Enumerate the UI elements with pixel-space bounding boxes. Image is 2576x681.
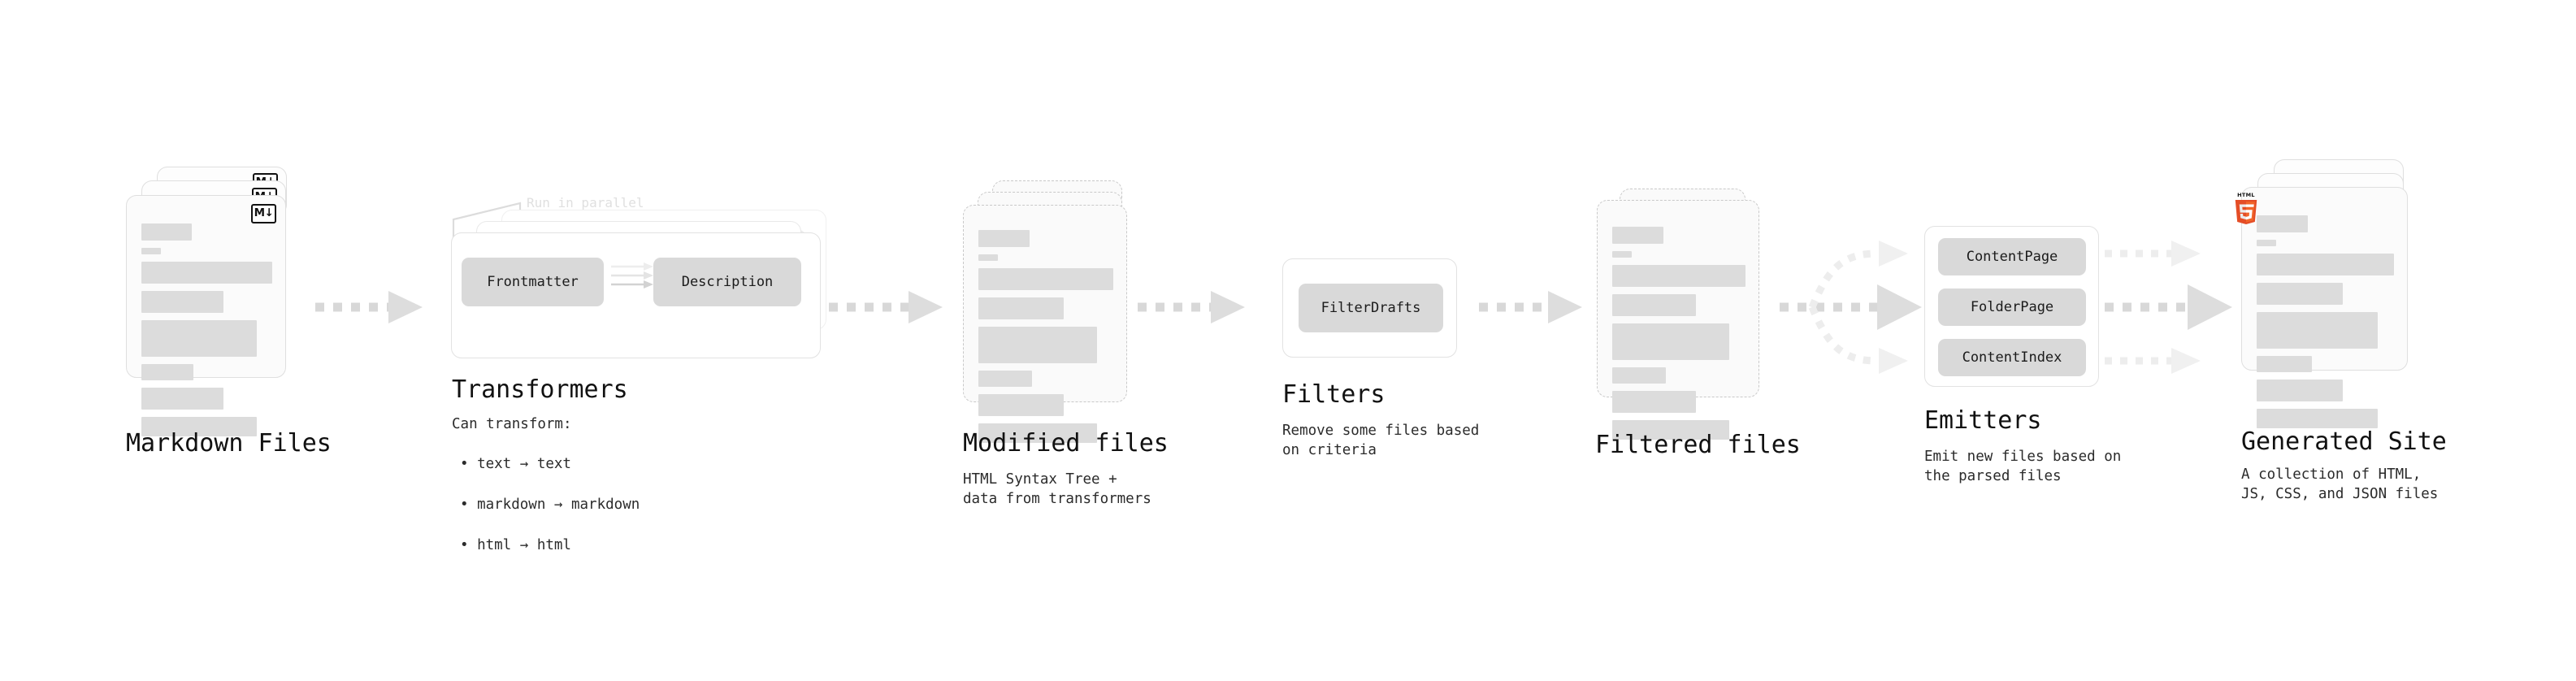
generated-site-subtitle: A collection of HTML, JS, CSS, and JSON … [2241, 466, 2439, 502]
filtered-card-skeleton [1612, 227, 1746, 447]
connector-filters-to-filtered [1479, 291, 1582, 323]
skeleton-bar [2257, 356, 2312, 372]
skeleton-bar [2257, 380, 2344, 401]
connector-filtered-to-emitters [1780, 241, 1922, 374]
skeleton-bar [978, 254, 998, 261]
markdown-files-stack: M↓ M↓ M↓ [126, 167, 313, 436]
modified-files-title: Modified files [963, 429, 1169, 458]
connector-modified-to-filters [1138, 291, 1245, 323]
skeleton-bar [2257, 283, 2344, 305]
connector-emitters-to-site [2105, 241, 2232, 374]
generated-site-title: Generated Site [2241, 427, 2447, 456]
skeleton-bar [141, 320, 257, 357]
markdown-icon: M↓ [251, 204, 276, 223]
transformer-bullet-1: text → text [477, 456, 571, 472]
skeleton-bar [1612, 294, 1697, 316]
bullet-dot: • [460, 456, 478, 472]
filtered-card-front [1597, 200, 1759, 440]
skeleton-bar [141, 291, 224, 313]
modified-card-skeleton [978, 230, 1113, 450]
skeleton-bar [1612, 265, 1746, 287]
skeleton-bar [141, 388, 224, 410]
skeleton-bar [2257, 409, 2378, 428]
transformer-chip-frontmatter[interactable]: Frontmatter [462, 258, 604, 306]
filters-box[interactable]: FilterDrafts [1282, 258, 1457, 358]
filter-chip-filterdrafts[interactable]: FilterDrafts [1299, 284, 1443, 332]
modified-card-front [963, 205, 1127, 443]
generated-site-stack: CSS HTML [2235, 159, 2444, 428]
skeleton-bar [1612, 251, 1632, 258]
connector-transformers-to-modified [829, 291, 943, 323]
skeleton-bar [978, 327, 1098, 363]
markdown-files-title: Markdown Files [126, 429, 332, 458]
html5-icon: HTML [2234, 192, 2258, 224]
transformer-bullet-2: markdown → markdown [477, 497, 640, 513]
skeleton-bar [978, 268, 1113, 290]
connector-markdown-to-transformers [315, 291, 423, 323]
emitter-chip-contentindex[interactable]: ContentIndex [1938, 339, 2086, 376]
transformer-inner-arrows [611, 262, 653, 288]
transformers-title: Transformers [452, 375, 628, 404]
transformers-box-front[interactable]: Frontmatter Description [451, 232, 821, 358]
skeleton-bar [978, 230, 1030, 247]
filtered-files-title: Filtered files [1595, 431, 1801, 459]
generated-card-front: HTML [2235, 187, 2408, 428]
skeleton-bar [2257, 240, 2276, 246]
emitters-box[interactable]: ContentPage FolderPage ContentIndex [1924, 226, 2099, 387]
markdown-card-front: M↓ [126, 195, 286, 436]
skeleton-bar [978, 423, 1098, 443]
skeleton-bar [141, 248, 161, 254]
emitters-title: Emitters [1924, 406, 2042, 435]
skeleton-bar [1612, 367, 1666, 384]
skeleton-bar [141, 364, 194, 380]
transformer-bullet-3: html → html [477, 537, 571, 553]
generated-card-skeleton [2257, 215, 2394, 436]
filtered-files-stack [1597, 189, 1784, 440]
skeleton-bar [1612, 323, 1730, 360]
emitter-chip-folderpage[interactable]: FolderPage [1938, 288, 2086, 326]
emitter-chip-contentpage[interactable]: ContentPage [1938, 238, 2086, 275]
skeleton-bar [141, 262, 272, 284]
modified-files-subtitle: HTML Syntax Tree + data from transformer… [963, 471, 1151, 507]
html5-icon-word: HTML [2237, 192, 2255, 198]
skeleton-bar [2257, 215, 2308, 232]
transformers-subtitle: Can transform: [452, 416, 572, 432]
run-in-parallel-label: Run in parallel [527, 195, 644, 210]
filters-subtitle: Remove some files based on criteria [1282, 423, 1480, 458]
transformer-chip-description[interactable]: Description [653, 258, 801, 306]
skeleton-bar [141, 417, 257, 436]
bullet-dot: • [460, 537, 478, 553]
skeleton-bar [141, 223, 192, 241]
modified-files-stack [963, 180, 1150, 443]
skeleton-bar [1612, 391, 1697, 413]
skeleton-bar [978, 371, 1033, 387]
skeleton-bar [1612, 420, 1730, 440]
transformers-bullets: • text → text • markdown → markdown • ht… [460, 435, 640, 555]
filters-title: Filters [1282, 380, 1386, 409]
skeleton-bar [978, 394, 1064, 416]
emitters-subtitle: Emit new files based on the parsed files [1924, 449, 2122, 484]
skeleton-bar [1612, 227, 1663, 244]
bullet-dot: • [460, 497, 478, 513]
skeleton-bar [2257, 312, 2378, 349]
skeleton-bar [2257, 254, 2394, 275]
markdown-card-skeleton [141, 223, 272, 444]
transformers-box-stack: Frontmatter Description [451, 210, 833, 364]
skeleton-bar [978, 297, 1064, 319]
